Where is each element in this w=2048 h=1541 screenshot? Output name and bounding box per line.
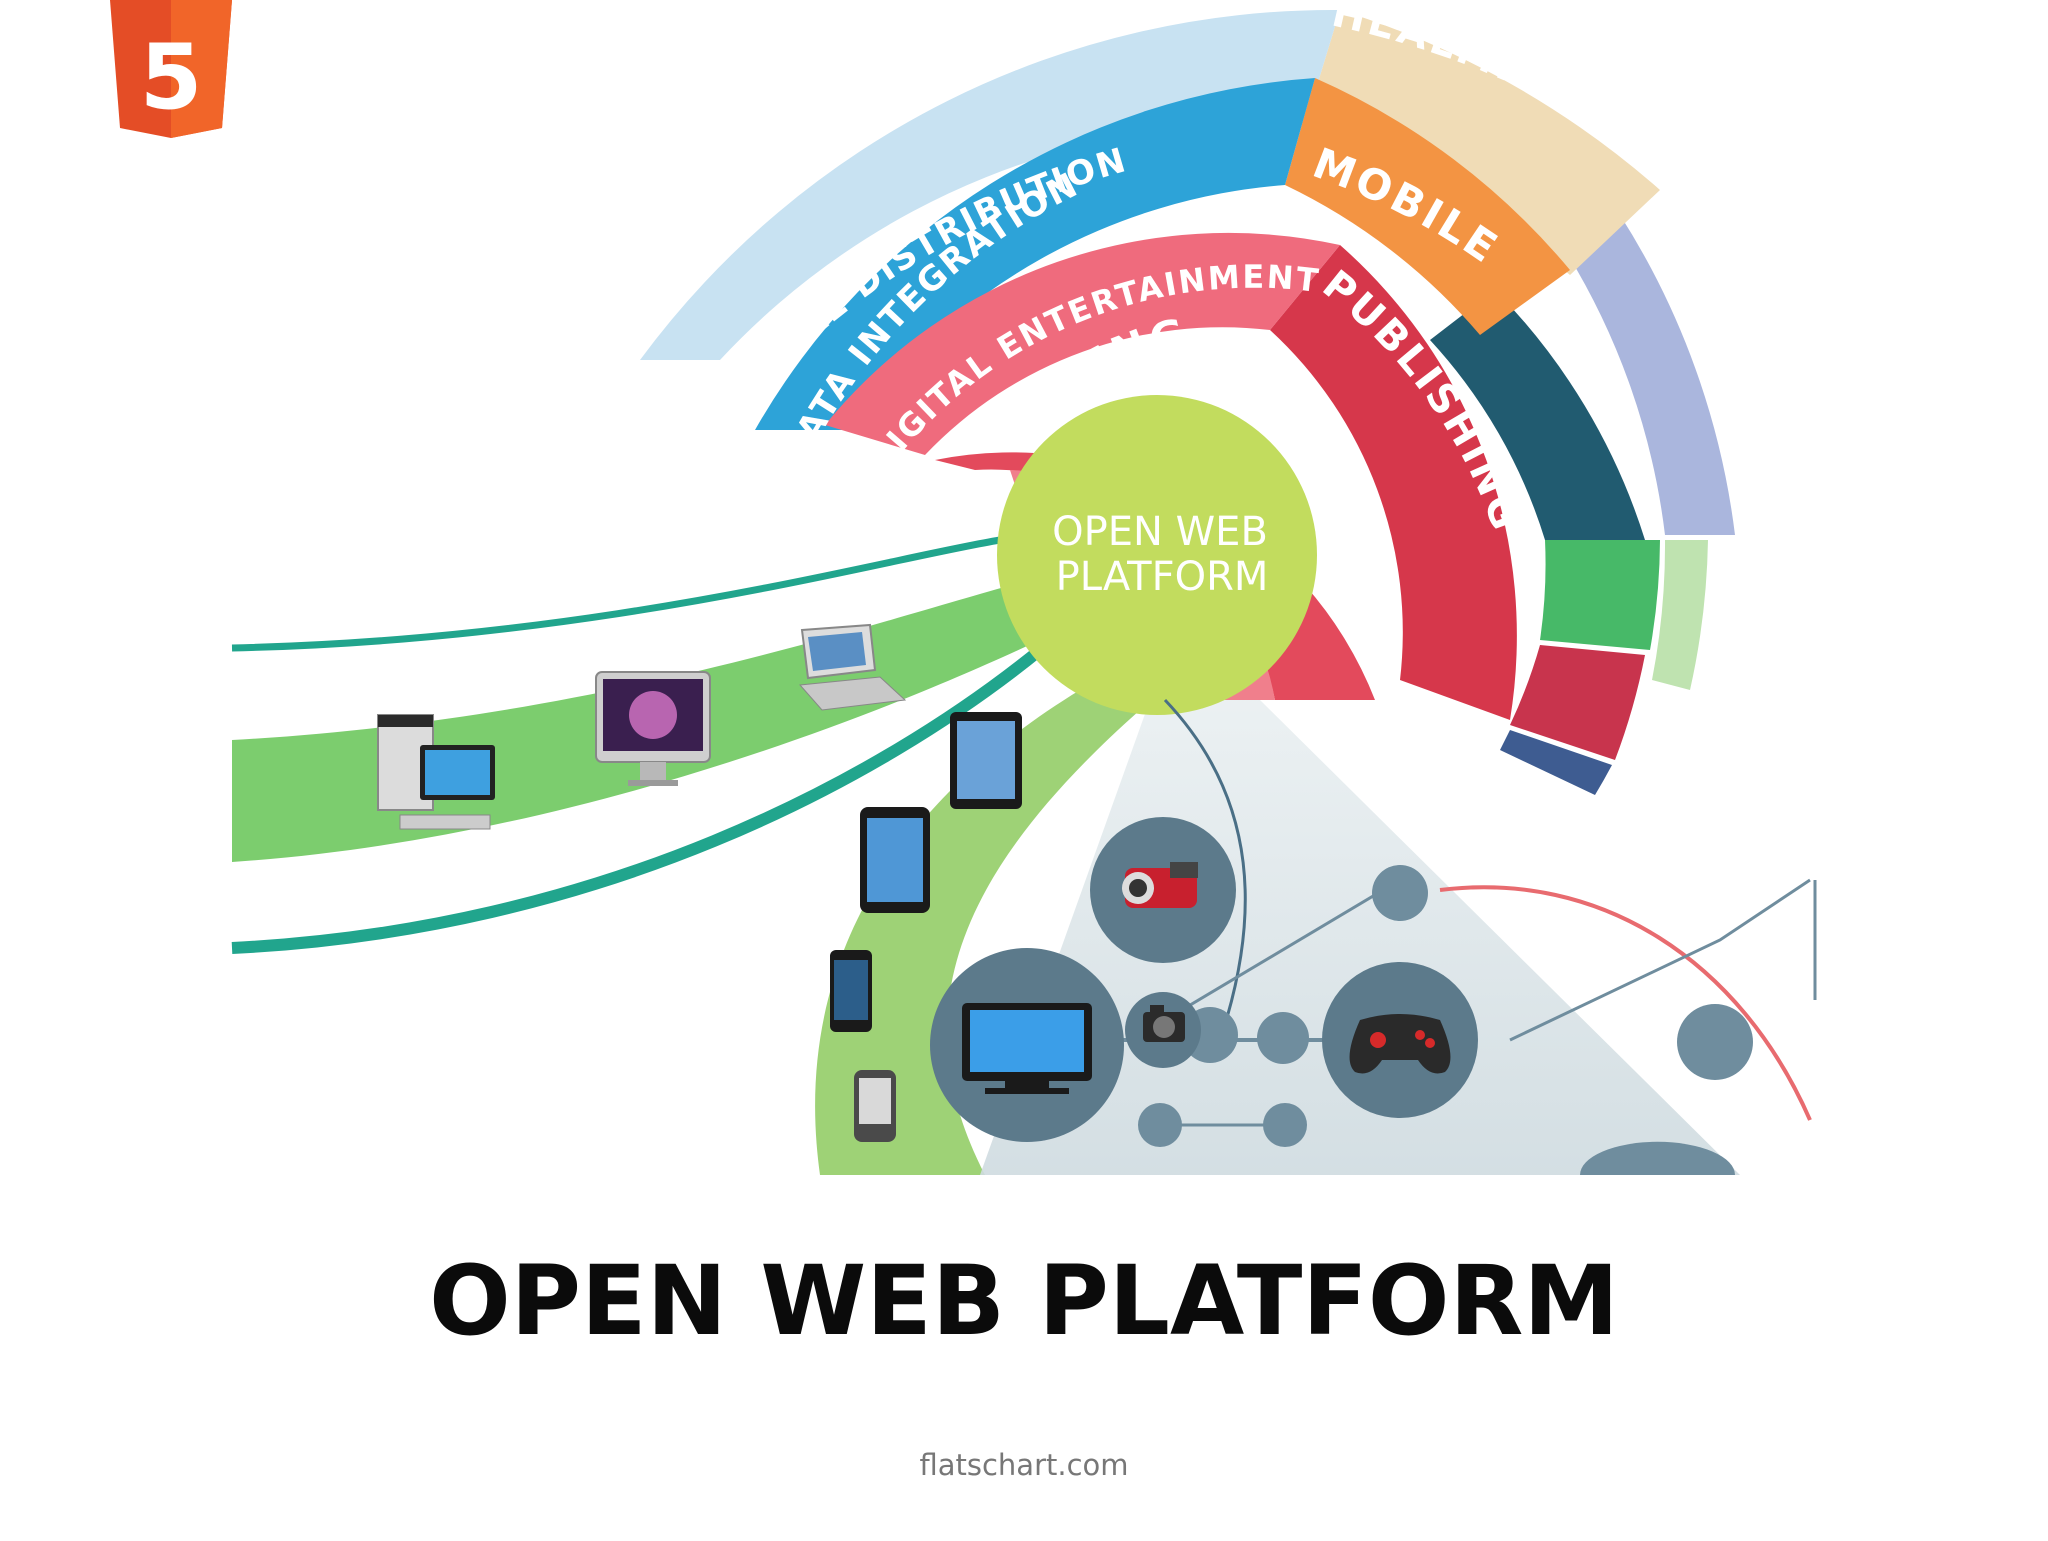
imac-icon xyxy=(595,671,711,786)
green-band xyxy=(1540,540,1660,650)
teal-line-upper xyxy=(231,536,1001,652)
network-node xyxy=(1372,865,1428,921)
tv-icon xyxy=(962,1003,1092,1094)
healthcare-band xyxy=(1305,10,1660,275)
crimson-band xyxy=(1510,645,1645,760)
network-node xyxy=(1263,1103,1307,1147)
iphone-icon xyxy=(830,950,872,1032)
green-mobile-path xyxy=(815,690,1140,1175)
network-node xyxy=(1257,1012,1309,1064)
game-controller-icon xyxy=(1349,1014,1451,1074)
dark-teal-band xyxy=(1430,290,1645,540)
software-distribution-band xyxy=(640,9,1340,360)
laptop-icon xyxy=(798,623,907,711)
ipad-icon xyxy=(950,712,1022,809)
network-node xyxy=(1138,1103,1182,1147)
light-green-ring xyxy=(1652,540,1708,690)
footer-credit: flatschart.com xyxy=(919,1448,1129,1482)
camcorder-icon xyxy=(1122,862,1198,908)
open-web-platform-center xyxy=(997,395,1317,715)
teal-line-lower xyxy=(231,645,1044,954)
digital-entertainment-band xyxy=(825,232,1340,455)
publishing-band xyxy=(1270,245,1517,720)
network-node xyxy=(1677,1004,1753,1080)
center-label-line1: OPEN WEB xyxy=(1052,509,1268,555)
html5-logo-glyph: 5 xyxy=(140,25,203,130)
photo-camera-icon xyxy=(1143,1005,1185,1042)
html5-logo: 5 xyxy=(110,0,232,138)
htc-phone-icon xyxy=(854,1070,896,1142)
center-label-line2: PLATFORM xyxy=(1056,554,1269,600)
lavender-ring xyxy=(1565,215,1735,535)
data-integration-band xyxy=(755,78,1315,430)
mobile-band xyxy=(1285,78,1570,335)
navy-band xyxy=(1500,730,1612,795)
android-tablet-icon xyxy=(860,807,930,913)
slide-title: OPEN WEB PLATFORM xyxy=(429,1245,1619,1357)
desktop-pc-icon xyxy=(377,714,495,830)
